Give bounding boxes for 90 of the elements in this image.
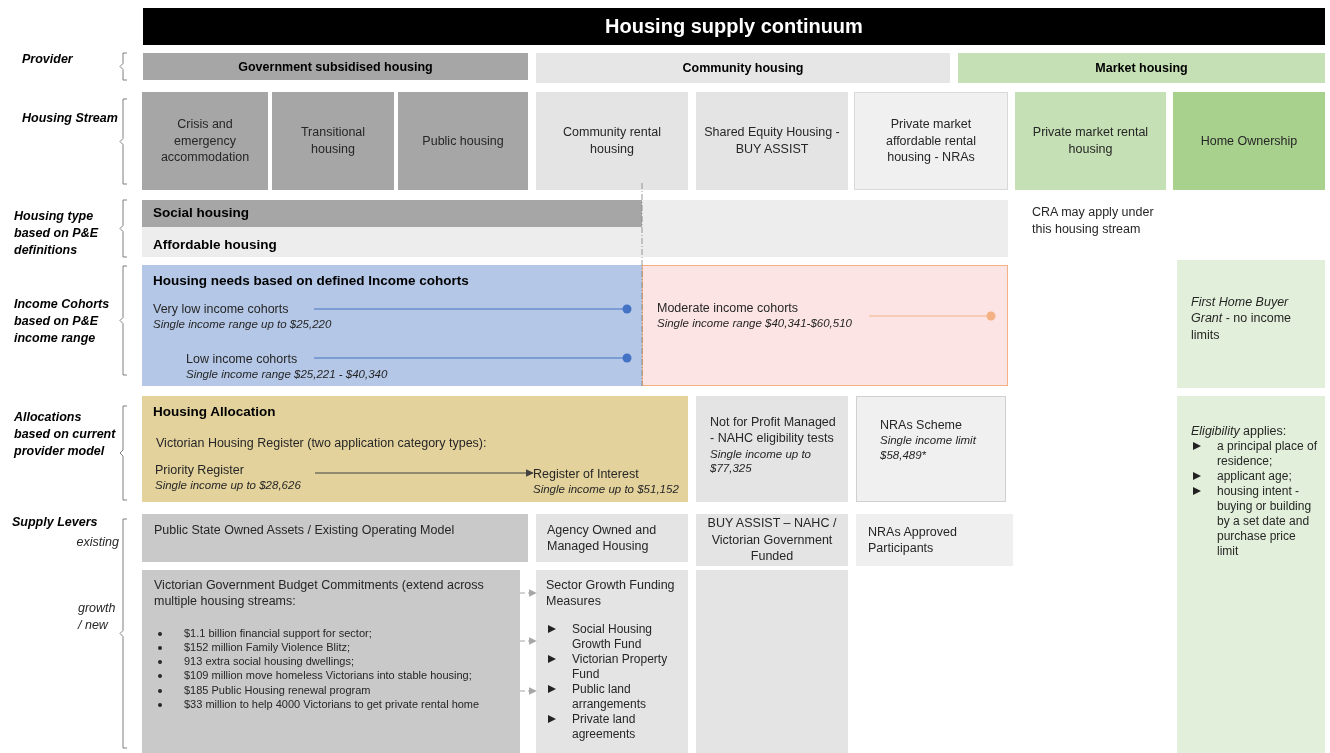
stream-box [1015, 92, 1166, 190]
box-text: Private market affordable rental housing - NRAs [884, 115, 978, 167]
box-text: Shared Equity Housing - BUY ASSIST [704, 124, 840, 158]
box-text: Agency Owned and Managed Housing [547, 522, 658, 555]
title: Housing supply continuum [143, 8, 1325, 45]
grant-panel [1177, 260, 1325, 388]
box-text: Moderate income cohorts [657, 300, 799, 317]
bullet-item: applicant age; [1191, 469, 1319, 485]
box-text: NRAs Scheme [880, 417, 963, 434]
box-text: Crisis and emergency accommodation [159, 115, 251, 167]
supply-lever-box [536, 570, 688, 753]
box-text: Victorian Housing Register (two application category types): [156, 435, 487, 452]
arrow [314, 469, 534, 477]
income-note: Single income range $25,221 - $40,340 [186, 367, 388, 382]
box-text: Community rental housing [562, 124, 662, 158]
stream-box [1173, 92, 1325, 190]
box-text: Sector Growth Funding Measures [546, 577, 676, 610]
bullet-item: $33 million to help 4000 Victorians to get private rental home [154, 697, 512, 712]
eligibility-panel [1177, 396, 1325, 753]
heading: Housing needs based on defined Income cohorts [153, 273, 469, 288]
bullet-item: Social Housing Growth Fund [546, 621, 684, 652]
bullet-item: 913 extra social housing dwellings; [154, 654, 512, 669]
box-text: Eligibility applies: [1191, 423, 1288, 440]
heading: Housing Allocation [153, 404, 276, 419]
row-label: Housing Stream [22, 110, 119, 127]
income-note: Single income up to $28,626 [155, 478, 301, 493]
arrow [519, 637, 537, 645]
heading: Community housing [682, 61, 804, 75]
income-note: Single income range $40,341-$60,510 [657, 316, 852, 331]
provider-bar [958, 53, 1325, 83]
stream-box [398, 92, 528, 190]
housing-type-band [142, 200, 1008, 257]
supply-lever-box [142, 570, 520, 753]
allocation-panel [142, 396, 688, 502]
income-note: Single income up to $77,325 [710, 446, 812, 477]
income-note: Single income range up to $25,220 [153, 317, 332, 332]
bullet-item: $152 million Family Violence Blitz; [154, 639, 512, 655]
row-label: growth / new [78, 600, 117, 634]
row-label: Income Cohorts based on P&E income range [14, 296, 111, 347]
bullet-item: Private land agreements [546, 711, 684, 742]
box-text: Public housing [422, 132, 504, 150]
supply-lever-box [536, 514, 688, 562]
heading: Affordable housing [153, 237, 277, 252]
row-label: existing [75, 534, 119, 551]
bullet-item: Victorian Property Fund [546, 651, 684, 682]
box-text: Victorian Government Budget Commitments (extend across multiple housing streams: [154, 577, 485, 610]
box-text: Private market rental housing [1031, 124, 1150, 158]
bullet-item: a principal place of residence; [1191, 439, 1319, 470]
bullet-item: $1.1 billion financial support for sector; [154, 625, 512, 640]
heading: Social housing [153, 205, 249, 220]
stream-box [696, 92, 848, 190]
bullet-item: $109 million move homeless Victorians into stable housing; [154, 668, 512, 683]
row-label: Provider [22, 51, 74, 68]
provider-bar [143, 53, 528, 80]
bullet-item: housing intent - buying or building by a set date and purchase price limit [1191, 484, 1319, 560]
bullet-item: Public land arrangements [546, 681, 684, 712]
box-text: Public State Owned Assets / Existing Operating Model [154, 522, 456, 539]
empty-box [696, 570, 848, 753]
box-text: Low income cohorts [186, 351, 298, 368]
box-text: Register of Interest [533, 466, 639, 483]
income-note: Single income up to $51,152 [533, 482, 679, 497]
row-label: Housing type based on P&E definitions [14, 208, 100, 259]
stream-box [272, 92, 394, 190]
heading: Market housing [1095, 61, 1188, 75]
cohort-panel [642, 265, 1008, 386]
heading: Government subsidised housing [238, 59, 433, 74]
box-text: First Home Buyer Grant - no income limits [1191, 294, 1293, 343]
allocation-box [696, 396, 848, 502]
box-text: Home Ownership [1200, 132, 1298, 150]
box-text: Not for Profit Managed - NAHC eligibility tests [710, 414, 837, 447]
row-label: Supply Levers [12, 514, 99, 531]
allocation-box [856, 396, 1006, 502]
arrow [519, 687, 537, 695]
stream-box [142, 92, 268, 190]
cohort-panel [142, 265, 642, 386]
provider-bar [536, 53, 950, 83]
box-text: Priority Register [155, 462, 244, 479]
supply-lever-box [142, 514, 528, 562]
stream-box [854, 92, 1008, 190]
box-text: NRAs Approved Participants [868, 524, 958, 557]
row-label: Allocations based on current provider model [14, 409, 117, 460]
bullet-item: $185 Public Housing renewal program [154, 682, 512, 697]
box-text: Transitional housing [299, 124, 367, 158]
income-note: Single income limit $58,489* [880, 433, 978, 464]
stream-box [536, 92, 688, 190]
arrow [519, 589, 537, 597]
box-text: Very low income cohorts [153, 301, 289, 318]
box-text: BUY ASSIST – NAHC / Victorian Government Funded [706, 514, 838, 566]
housing-type-band [142, 200, 642, 227]
row-label: CRA may apply under this housing stream [1032, 204, 1155, 238]
